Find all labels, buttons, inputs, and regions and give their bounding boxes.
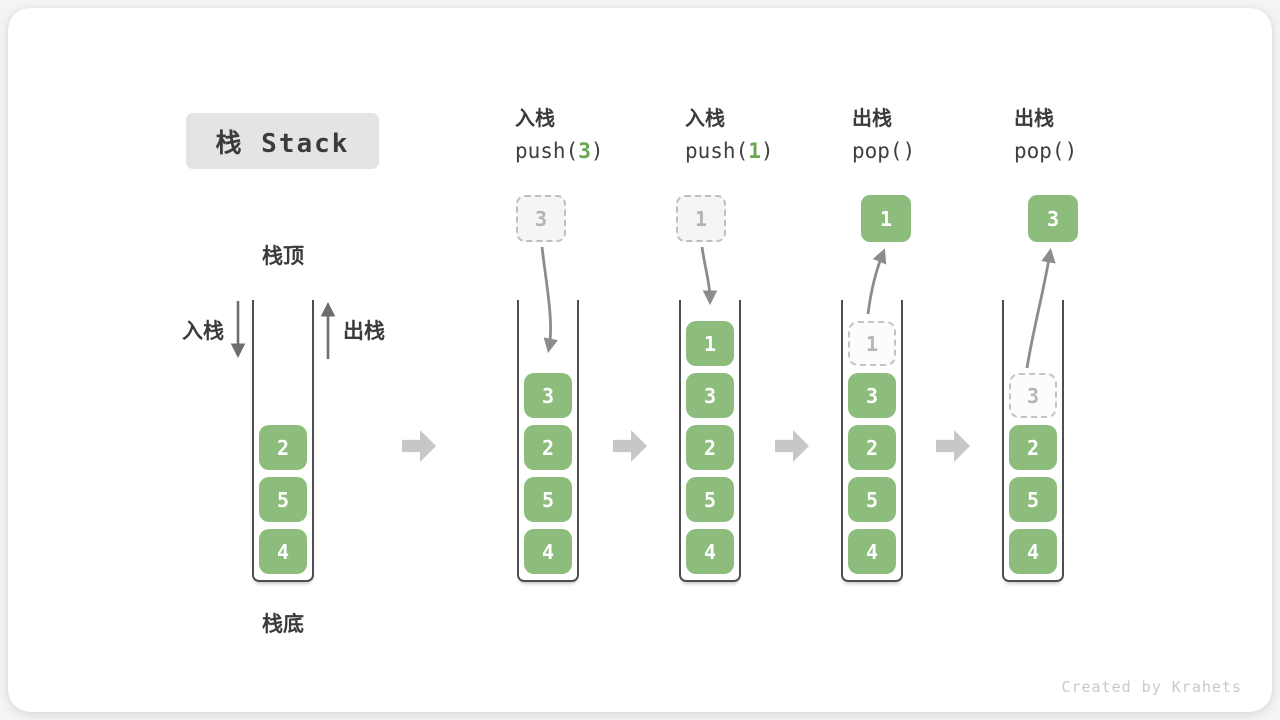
op-header-pop-1: 出栈 pop() — [852, 108, 915, 162]
stack-cell: 4 — [259, 529, 307, 574]
stack-cell: 4 — [848, 529, 896, 574]
op-name: 入栈 — [685, 106, 725, 130]
stack-cell: 2 — [259, 425, 307, 470]
stack-top-label: 栈顶 — [262, 244, 304, 268]
pop-side-label: 出栈 — [343, 319, 385, 343]
stack-cell: 5 — [524, 477, 572, 522]
op-name: 出栈 — [852, 106, 892, 130]
stack-cell: 2 — [1009, 425, 1057, 470]
code-prefix: pop() — [852, 139, 916, 163]
popped-value-box: 3 — [1028, 195, 1078, 242]
stack-cell: 3 — [524, 373, 572, 418]
stack-cell: 5 — [686, 477, 734, 522]
diagram-title-text: 栈 Stack — [215, 128, 350, 159]
code-prefix: push( — [515, 139, 579, 163]
credit-text: Created by Krahets — [1061, 678, 1242, 696]
code-suffix: ) — [760, 139, 774, 163]
stack-state-5: 3 2 5 4 — [1002, 300, 1064, 582]
diagram-title: 栈 Stack — [186, 113, 379, 169]
stack-cell: 2 — [524, 425, 572, 470]
incoming-value-box: 3 — [516, 195, 566, 242]
stack-state-1: 2 5 4 — [252, 300, 314, 582]
ghost-cell: 1 — [848, 321, 896, 366]
code-prefix: push( — [685, 139, 749, 163]
op-name: 入栈 — [515, 106, 555, 130]
stack-state-4: 1 3 2 5 4 — [841, 300, 903, 582]
stack-state-2: 3 2 5 4 — [517, 300, 579, 582]
stack-cell: 2 — [848, 425, 896, 470]
stack-cell: 3 — [848, 373, 896, 418]
code-arg: 1 — [748, 139, 761, 163]
op-header-push-1: 入栈 push(1) — [685, 108, 774, 162]
code-arg: 3 — [578, 139, 591, 163]
incoming-value-box: 1 — [676, 195, 726, 242]
code-prefix: pop() — [1014, 139, 1078, 163]
stack-cell: 5 — [1009, 477, 1057, 522]
stack-cell: 4 — [1009, 529, 1057, 574]
stack-state-3: 1 3 2 5 4 — [679, 300, 741, 582]
push-side-label: 入栈 — [182, 319, 224, 343]
op-name: 出栈 — [1014, 106, 1054, 130]
stack-cell: 1 — [686, 321, 734, 366]
popped-value-box: 1 — [861, 195, 911, 242]
stack-cell: 4 — [524, 529, 572, 574]
op-code: pop() — [1014, 141, 1077, 162]
op-code: push(1) — [685, 141, 774, 162]
stack-cell: 5 — [848, 477, 896, 522]
code-suffix: ) — [590, 139, 604, 163]
stack-cell: 4 — [686, 529, 734, 574]
stack-cell: 2 — [686, 425, 734, 470]
stack-cell: 5 — [259, 477, 307, 522]
stack-cell: 3 — [686, 373, 734, 418]
ghost-cell: 3 — [1009, 373, 1057, 418]
op-code: push(3) — [515, 141, 604, 162]
op-header-pop-2: 出栈 pop() — [1014, 108, 1077, 162]
op-header-push-3: 入栈 push(3) — [515, 108, 604, 162]
op-code: pop() — [852, 141, 915, 162]
stack-bottom-label: 栈底 — [262, 612, 304, 636]
